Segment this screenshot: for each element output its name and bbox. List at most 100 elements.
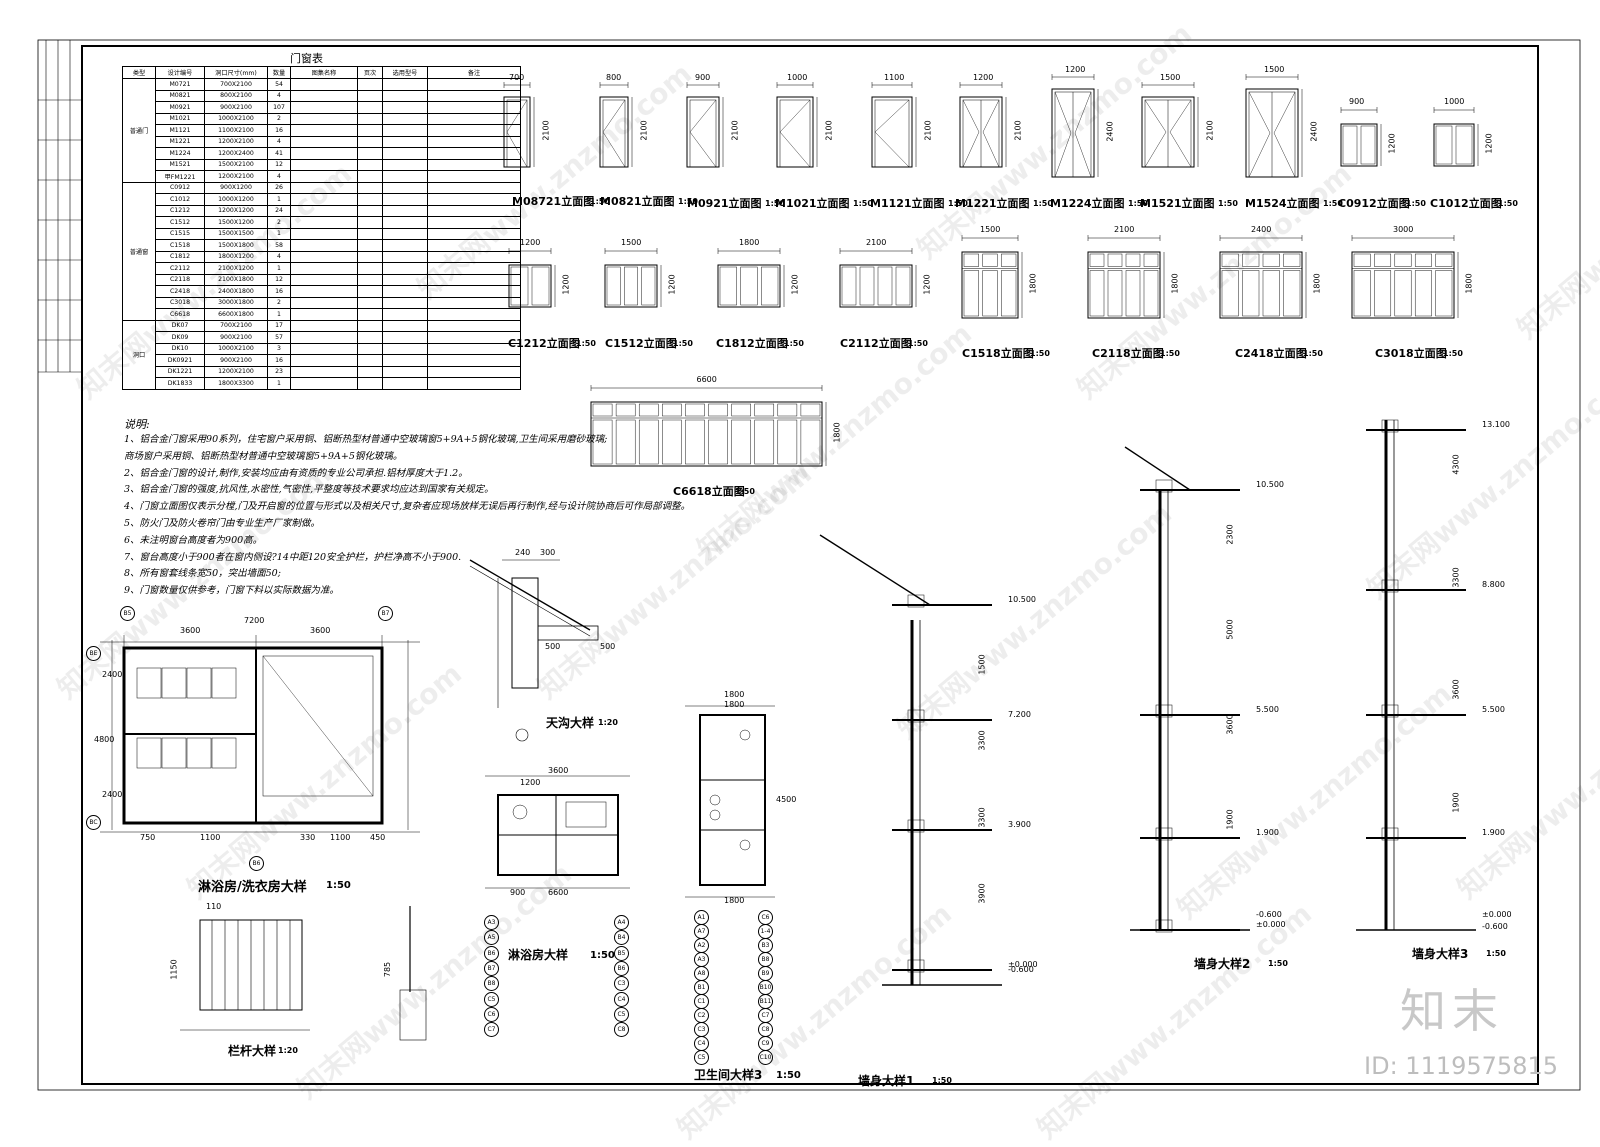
elevation-title: M1121立面图 [870, 197, 945, 210]
note-line: 4、门窗立面图仅表示分樘,门及开启窗的位置与形式以及相关尺寸,复杂者应现场放样无… [124, 501, 691, 513]
window-pane [1242, 253, 1260, 267]
dimension-height: 1800 [1312, 273, 1322, 294]
table-cell: 1000X2100 [204, 112, 268, 125]
plan-dim: 1100 [200, 833, 221, 842]
door-swing [1273, 91, 1296, 178]
table-header-cell: 页次 [357, 66, 383, 79]
table-empty-cell [427, 78, 521, 91]
window-pane [685, 403, 705, 417]
window-pane [1455, 125, 1473, 165]
inner-border [81, 45, 1539, 1085]
grid-axis-bubble: B11 [758, 994, 773, 1009]
table-cell: 57 [267, 331, 291, 344]
window-pane [1089, 270, 1105, 317]
gutter-dim: 240 [515, 548, 531, 557]
grid-axis-bubble: A3 [694, 952, 709, 967]
note-line: 6、未注明窗台高度者为900高。 [124, 534, 263, 546]
elevation-title: C2118立面图 [1092, 347, 1164, 360]
detail-title: 墙身大样2 [1194, 957, 1251, 971]
level-mark: -0.600 [1482, 922, 1508, 931]
window-pane [1125, 253, 1141, 267]
table-empty-cell [382, 342, 428, 355]
plan-dim: 330 [300, 833, 316, 842]
window-pane [1125, 270, 1141, 317]
table-cell: 1 [267, 227, 291, 240]
grid-axis-bubble: C6 [484, 1006, 499, 1022]
table-empty-cell [382, 296, 428, 309]
table-empty-cell [357, 354, 383, 367]
door-elevation [1051, 88, 1099, 178]
detail-scale: 1:50 [590, 950, 615, 961]
elevation-title: C1212立面图 [508, 337, 580, 350]
door-swing [1248, 91, 1271, 178]
dimension-width: 1200 [520, 238, 541, 247]
grid-axis-bubble: B6 [484, 945, 499, 961]
window-pane [1242, 270, 1260, 317]
table-cell: DK1833 [155, 377, 205, 390]
table-cell: 41 [267, 147, 291, 160]
table-cell: 2 [267, 112, 291, 125]
table-empty-cell [357, 124, 383, 137]
roof-slope [819, 534, 931, 606]
dimension-height: 2100 [923, 120, 933, 141]
table-cell: 1200X2100 [204, 170, 268, 183]
elevation-scale: 1:50 [576, 339, 596, 348]
table-cell: 54 [267, 78, 291, 91]
table-empty-cell [357, 193, 383, 206]
table-cell: 1200X1200 [204, 204, 268, 217]
elevation-title: C1518立面图 [962, 347, 1034, 360]
dimension-height: 2400 [1309, 121, 1319, 142]
section-dim: 1900 [1451, 791, 1461, 813]
window-frame [1219, 251, 1303, 319]
window-pane [1435, 270, 1453, 317]
elevation-title: M08721立面图 [512, 195, 595, 208]
window-pane [877, 266, 893, 306]
window-pane [982, 270, 998, 317]
elevation-title: M1524立面图 [1245, 197, 1320, 210]
dimension-width: 900 [695, 73, 711, 82]
dimension-width: 1200 [973, 73, 994, 82]
plan-dim: 2400 [102, 790, 123, 799]
window-pane [1107, 253, 1123, 267]
dimension-width: 2400 [1251, 225, 1272, 234]
table-empty-cell [382, 204, 428, 217]
grid-axis-bubble: C7 [758, 1008, 773, 1023]
design-notes: 说明: 1、铝合金门窗采用90系列，住宅窗户采用铜、铝断热型材普通中空玻璃窗5+… [124, 416, 690, 600]
elevation-scale: 1:50 [1498, 199, 1518, 208]
table-empty-cell [290, 273, 358, 286]
shower-stall [186, 737, 212, 769]
table-empty-cell [382, 158, 428, 171]
level-mark: 10.500 [1256, 480, 1284, 489]
level-mark: -0.600 [1256, 910, 1282, 919]
level-mark: ±0.000 [1008, 960, 1038, 969]
table-empty-cell [427, 204, 521, 217]
table-empty-cell [427, 319, 521, 332]
grid-axis-bubble: A4 [614, 915, 629, 930]
table-cell: 12 [267, 273, 291, 286]
dimension-width: 700 [509, 73, 525, 82]
table-cell: 900X2100 [204, 101, 268, 114]
table-empty-cell [290, 342, 358, 355]
elevation-title: C6618立面图 [673, 485, 745, 498]
window-pane [859, 266, 875, 306]
table-cell: 12 [267, 158, 291, 171]
outer-border [37, 39, 1581, 1091]
table-empty-cell [427, 89, 521, 102]
table-empty-cell [382, 147, 428, 160]
door-swing [962, 99, 980, 168]
shower-fixture [565, 801, 607, 828]
table-empty-cell [427, 124, 521, 137]
section-dim: 3300 [977, 806, 987, 828]
table-cell: 700X2100 [204, 319, 268, 332]
grid-axis-bubble: BC [86, 815, 101, 830]
toilet-dim: 1800 [724, 896, 745, 905]
table-empty-cell [357, 147, 383, 160]
window-pane [761, 266, 779, 306]
table-empty-cell [382, 112, 428, 125]
table-cell: 900X1200 [204, 181, 268, 194]
railing-post [399, 989, 427, 1041]
